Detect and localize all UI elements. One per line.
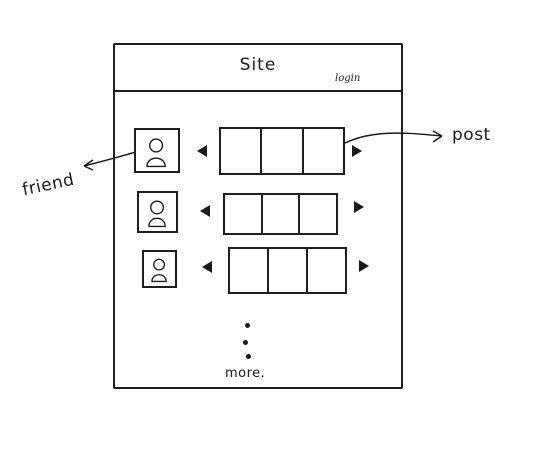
ellipsis-dot: [245, 323, 250, 328]
site-frame: Site login: [113, 43, 403, 389]
login-link[interactable]: login: [335, 73, 361, 84]
post-thumbnail[interactable]: [263, 195, 301, 233]
prev-post-arrow[interactable]: [200, 205, 210, 217]
post-strip: [228, 247, 347, 294]
post-thumbnail[interactable]: [225, 195, 263, 233]
post-thumbnail[interactable]: [262, 129, 304, 173]
more-link[interactable]: more.: [225, 366, 266, 381]
next-post-arrow[interactable]: [352, 145, 362, 157]
ellipsis-dot: [246, 354, 251, 359]
site-header: Site login: [115, 45, 401, 92]
person-icon: [146, 138, 166, 168]
prev-post-arrow[interactable]: [197, 145, 207, 157]
post-thumbnail[interactable]: [230, 249, 269, 292]
prev-post-arrow[interactable]: [202, 261, 212, 273]
post-annotation: post: [452, 125, 491, 145]
friend-avatar[interactable]: [142, 250, 177, 288]
person-icon: [148, 200, 166, 228]
friend-avatar[interactable]: [137, 191, 178, 233]
post-thumbnail[interactable]: [300, 195, 336, 233]
post-thumbnail[interactable]: [269, 249, 308, 292]
friend-avatar[interactable]: [134, 128, 180, 173]
post-strip: [223, 193, 338, 235]
person-icon: [151, 258, 167, 283]
friend-annotation: friend: [20, 169, 77, 201]
post-thumbnail[interactable]: [308, 249, 345, 292]
site-title: Site: [239, 55, 277, 75]
next-post-arrow[interactable]: [354, 201, 364, 213]
ellipsis-dot: [243, 340, 248, 345]
post-strip: [219, 127, 345, 175]
next-post-arrow[interactable]: [359, 260, 369, 272]
post-thumbnail[interactable]: [221, 129, 263, 173]
post-thumbnail[interactable]: [304, 129, 343, 173]
